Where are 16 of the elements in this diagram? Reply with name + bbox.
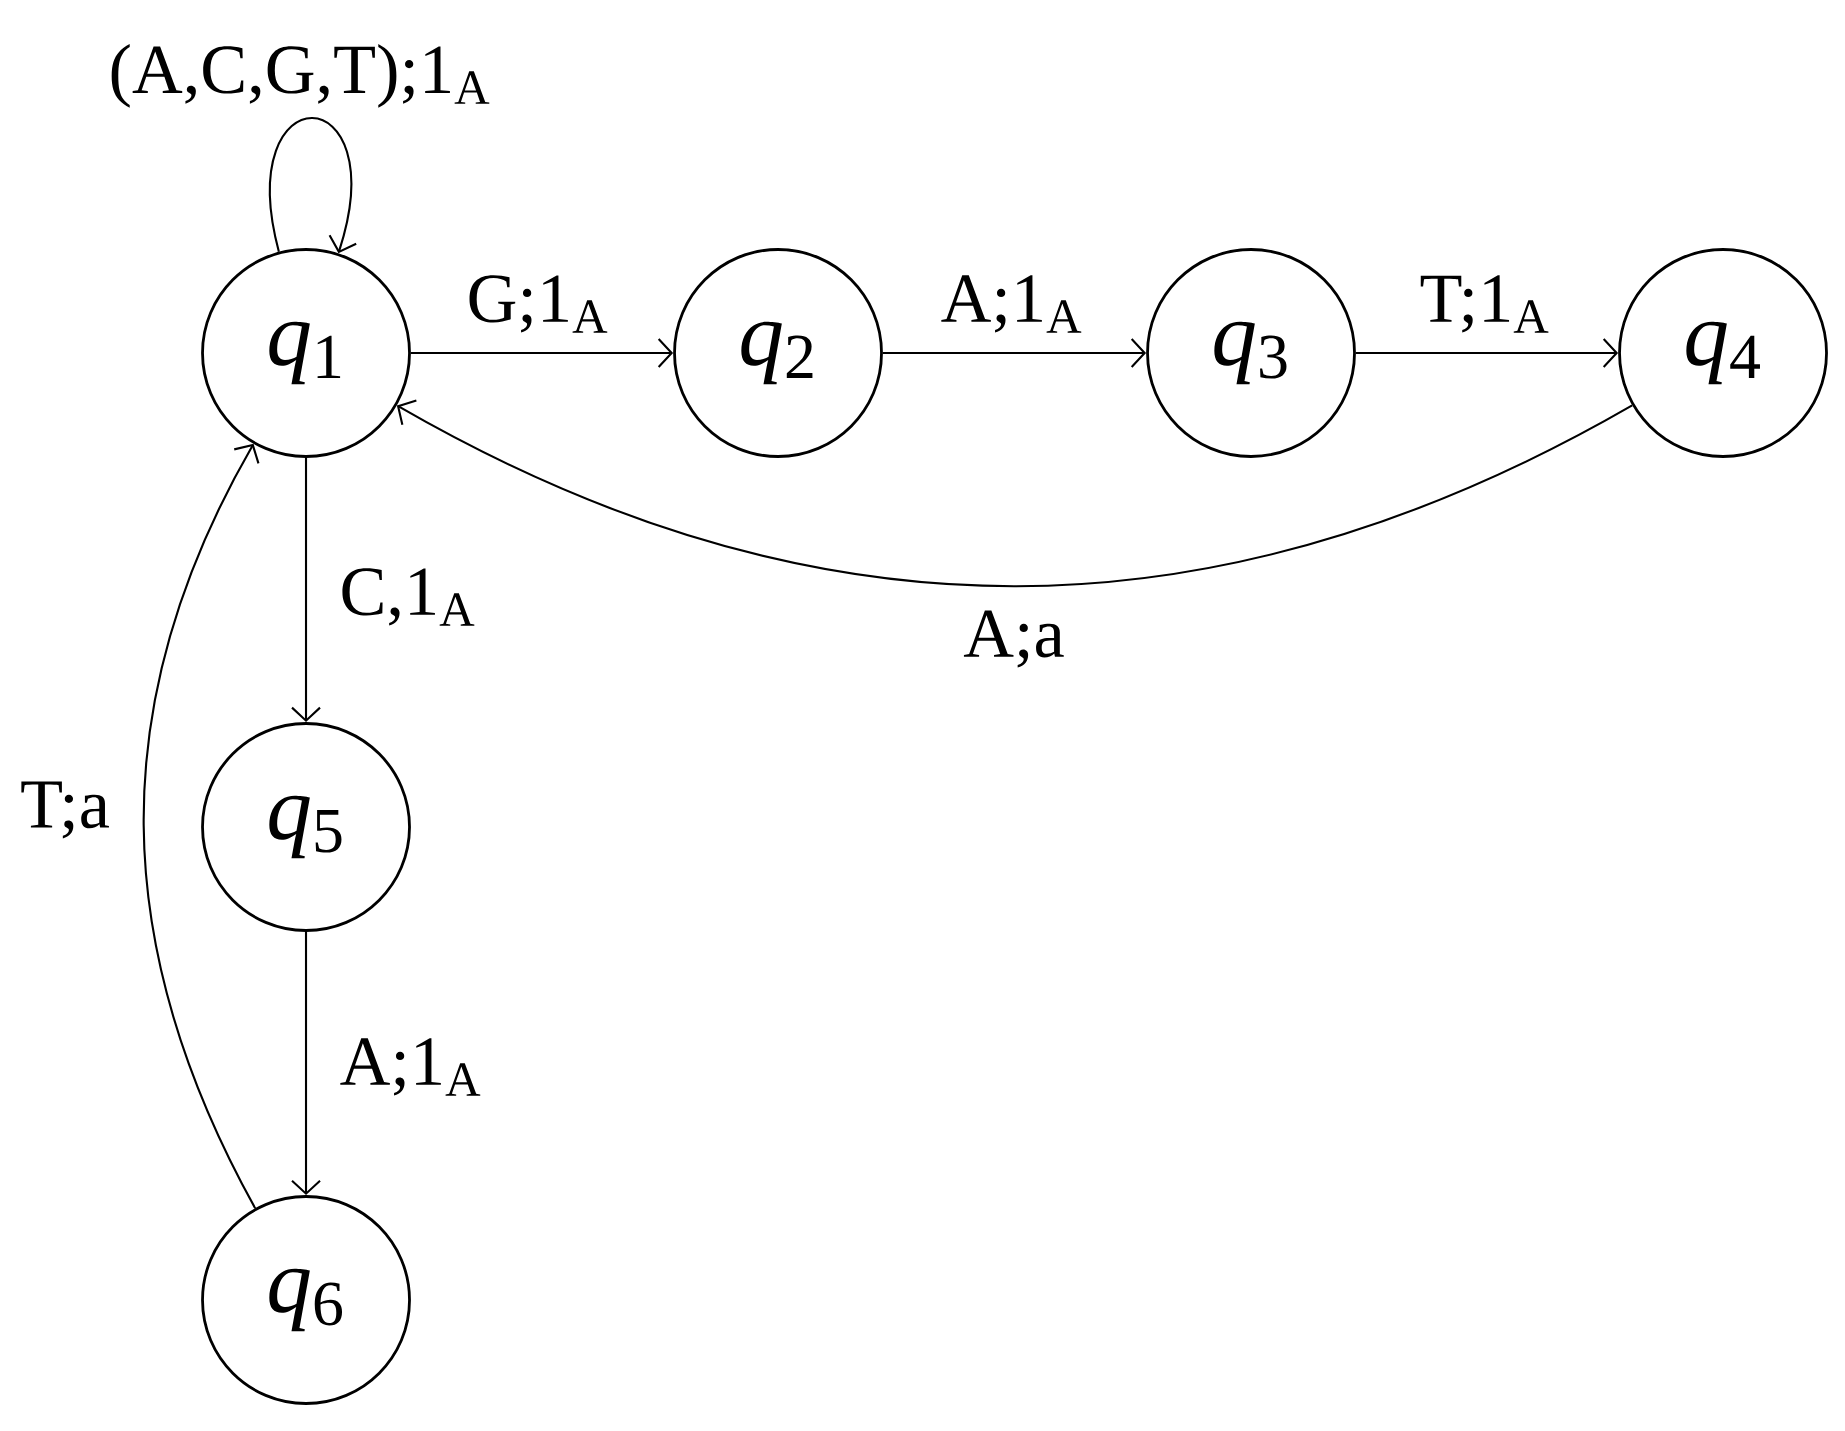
arrow (269, 117, 357, 254)
arrow (291, 931, 321, 1196)
edge-label: A;1$_{A}$ (340, 1038, 481, 1096)
edge-label: A;1$_{A}$ (941, 275, 1082, 333)
arrow (291, 457, 321, 723)
edge-label: A;a (963, 610, 1064, 668)
arrow (142, 443, 260, 1209)
edge-label: T;a (21, 781, 109, 839)
arrow (396, 399, 1633, 587)
edge-label: G;1$_{A}$ (469, 275, 608, 333)
arrow (1355, 338, 1619, 368)
edge-label: C,1$_{A}$ (342, 568, 475, 626)
arrow (882, 338, 1147, 368)
edge-label: (A,C,G,T);1$_{A}$ (111, 44, 490, 108)
edge-label: T;1$_{A}$ (1420, 275, 1549, 333)
arrow (410, 338, 674, 368)
